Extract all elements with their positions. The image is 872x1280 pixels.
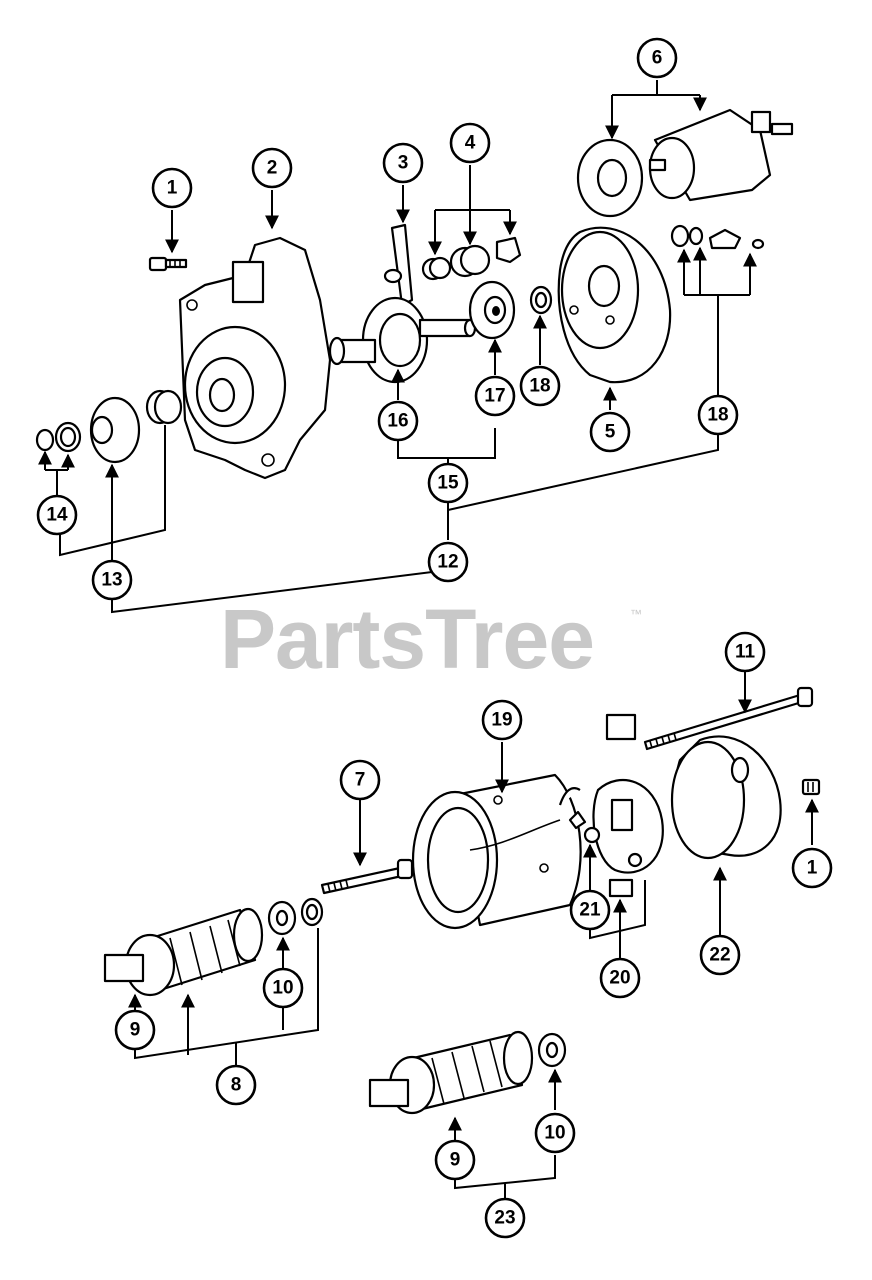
watermark-trademark: ™ bbox=[630, 607, 642, 621]
svg-text:1: 1 bbox=[807, 858, 818, 879]
callout-23: 23 bbox=[484, 1197, 526, 1239]
callout-12: 12 bbox=[427, 541, 469, 583]
svg-text:18: 18 bbox=[707, 405, 728, 426]
part-through-bolt bbox=[643, 686, 814, 751]
part-drive-lever bbox=[383, 223, 414, 307]
svg-text:4: 4 bbox=[465, 133, 476, 154]
part-bolt-1b bbox=[801, 778, 821, 796]
part-spring-collar-set bbox=[421, 236, 522, 281]
svg-text:21: 21 bbox=[579, 900, 601, 921]
callout-9-b: 9 bbox=[434, 1139, 476, 1181]
callout-10-b: 10 bbox=[534, 1112, 576, 1154]
callout-10-a: 10 bbox=[262, 967, 304, 1009]
svg-text:5: 5 bbox=[605, 422, 616, 443]
part-bolt-1 bbox=[148, 256, 188, 272]
callout-11: 11 bbox=[724, 631, 766, 673]
svg-text:9: 9 bbox=[130, 1020, 141, 1041]
part-washer bbox=[529, 285, 553, 315]
callout-15: 15 bbox=[427, 462, 469, 504]
part-solenoid bbox=[576, 108, 794, 218]
svg-text:18: 18 bbox=[529, 376, 550, 397]
callout-6: 6 bbox=[636, 37, 678, 79]
callout-21: 21 bbox=[569, 889, 611, 931]
svg-text:15: 15 bbox=[437, 473, 459, 494]
callout-14: 14 bbox=[36, 494, 78, 536]
svg-text:10: 10 bbox=[544, 1123, 565, 1144]
callout-4: 4 bbox=[449, 122, 491, 164]
part-reduction-gear bbox=[468, 280, 516, 340]
part-bearing-2 bbox=[537, 1032, 567, 1068]
callout-9-a: 9 bbox=[114, 1009, 156, 1051]
svg-text:22: 22 bbox=[709, 945, 730, 966]
part-brush-holder bbox=[583, 713, 664, 898]
callout-20: 20 bbox=[599, 957, 641, 999]
svg-text:9: 9 bbox=[450, 1150, 461, 1171]
callout-17: 17 bbox=[474, 375, 516, 417]
svg-text:10: 10 bbox=[272, 978, 293, 999]
part-gear-cover bbox=[557, 226, 672, 384]
svg-text:6: 6 bbox=[652, 48, 663, 69]
callout-18-a: 18 bbox=[519, 365, 561, 407]
svg-text:12: 12 bbox=[437, 552, 458, 573]
callout-22: 22 bbox=[699, 934, 741, 976]
svg-text:7: 7 bbox=[355, 770, 366, 791]
bottom-leader-lines bbox=[128, 672, 819, 1198]
part-pinion-gear bbox=[89, 389, 183, 464]
part-armature-1 bbox=[103, 907, 264, 997]
svg-text:8: 8 bbox=[231, 1075, 242, 1096]
watermark-text: PartsTree bbox=[220, 592, 594, 686]
callout-1-top: 1 bbox=[151, 167, 193, 209]
callout-5: 5 bbox=[589, 411, 631, 453]
svg-text:16: 16 bbox=[387, 411, 408, 432]
part-bearing-1 bbox=[267, 897, 324, 936]
callout-3: 3 bbox=[382, 142, 424, 184]
svg-text:20: 20 bbox=[609, 968, 630, 989]
svg-text:2: 2 bbox=[267, 158, 278, 179]
part-field-frame bbox=[411, 773, 587, 930]
svg-text:1: 1 bbox=[167, 178, 178, 199]
part-front-housing bbox=[178, 236, 332, 480]
part-pinion-shaft bbox=[328, 296, 477, 384]
svg-text:23: 23 bbox=[494, 1208, 515, 1229]
callout-1-bottom: 1 bbox=[791, 847, 833, 889]
part-terminal-hardware bbox=[670, 224, 765, 250]
callout-19: 19 bbox=[481, 699, 523, 741]
part-stop-rings bbox=[35, 421, 82, 453]
callout-8: 8 bbox=[215, 1064, 257, 1106]
part-armature-2 bbox=[368, 1030, 534, 1115]
callout-2: 2 bbox=[251, 147, 293, 189]
svg-text:17: 17 bbox=[484, 386, 505, 407]
part-long-bolt bbox=[320, 858, 414, 895]
callout-7: 7 bbox=[339, 759, 381, 801]
svg-text:11: 11 bbox=[735, 642, 756, 663]
callout-18-b: 18 bbox=[697, 394, 739, 436]
part-end-cover bbox=[670, 735, 782, 860]
svg-text:3: 3 bbox=[398, 153, 409, 174]
callout-16: 16 bbox=[377, 400, 419, 442]
svg-text:13: 13 bbox=[101, 570, 122, 591]
svg-text:19: 19 bbox=[491, 710, 512, 731]
callout-13: 13 bbox=[91, 559, 133, 601]
svg-text:14: 14 bbox=[46, 505, 68, 526]
